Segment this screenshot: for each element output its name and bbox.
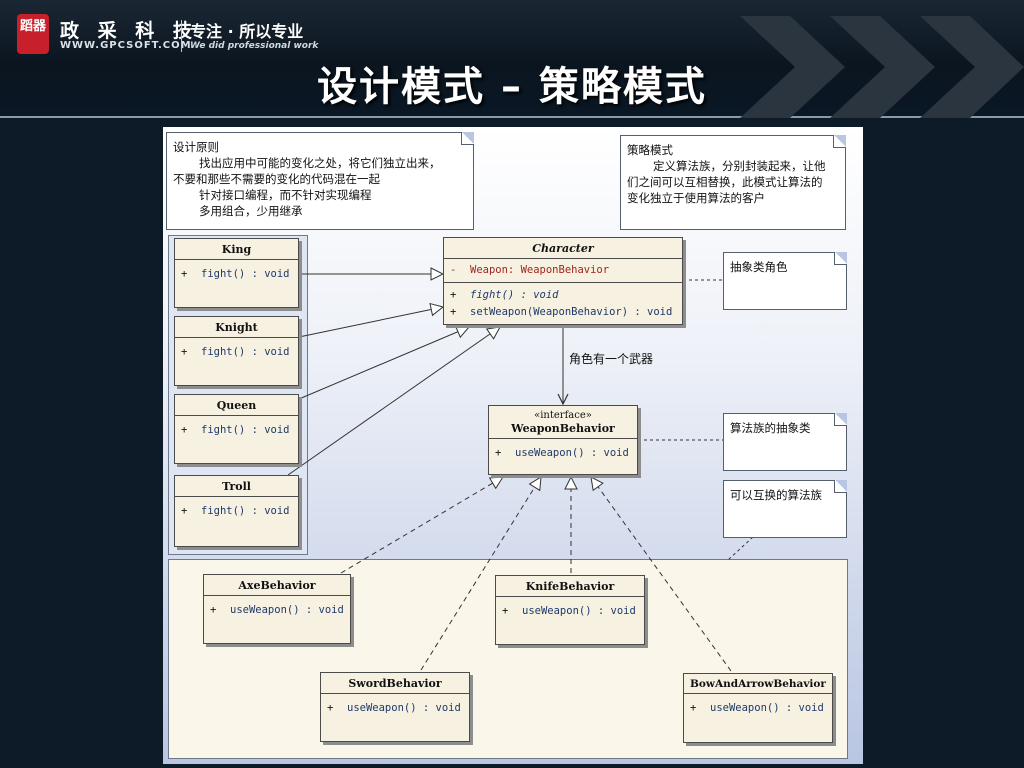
visibility-marker: + xyxy=(450,289,457,301)
note-strategy-pattern: 策略模式 定义算法族，分别封装起来，让他 们之间可以互相替换，此模式让算法的 变… xyxy=(620,135,846,230)
class-name: King xyxy=(175,239,298,260)
note-title: 设计原则 xyxy=(173,140,219,154)
class-operation: + fight() : void xyxy=(175,338,298,361)
visibility-marker: + xyxy=(210,604,217,616)
slogan-english: We did professional work xyxy=(190,41,319,51)
chevron-shape-2 xyxy=(830,16,935,118)
operation-text: fight() : void xyxy=(201,268,290,280)
note-anchor-implementations xyxy=(727,536,754,561)
class-operation: + setWeapon(WeaponBehavior) : void xyxy=(444,304,682,321)
class-name: KnifeBehavior xyxy=(496,576,644,597)
note-title: 策略模式 xyxy=(627,143,673,157)
class-queen[interactable]: Queen + fight() : void xyxy=(174,394,299,464)
operation-text: fight() : void xyxy=(201,505,290,517)
chevron-decoration xyxy=(740,16,1024,118)
operation-text: useWeapon() : void xyxy=(515,447,629,459)
operation-text: fight() : void xyxy=(201,424,290,436)
class-name: «interface» WeaponBehavior xyxy=(489,406,637,439)
visibility-marker: + xyxy=(502,605,509,617)
header-bar xyxy=(0,0,1024,118)
knight-inherits-line xyxy=(298,307,443,338)
class-operation: + useWeapon() : void xyxy=(489,439,637,462)
header-divider xyxy=(181,20,182,52)
operation-text: useWeapon() : void xyxy=(347,702,461,714)
operation-text: fight() : void xyxy=(201,346,290,358)
class-name: Knight xyxy=(175,317,298,338)
note-abstract-role: 抽象类角色 xyxy=(723,252,847,310)
note-line: 抽象类角色 xyxy=(730,260,788,274)
visibility-marker: + xyxy=(181,424,188,436)
attribute-text: Weapon: WeaponBehavior xyxy=(470,264,610,276)
operation-text: setWeapon(WeaponBehavior) : void xyxy=(470,306,673,318)
note-algorithm-abstract: 算法族的抽象类 xyxy=(723,413,847,471)
visibility-marker: - xyxy=(450,264,457,276)
class-operation: + fight() : void xyxy=(175,416,298,439)
class-name: SwordBehavior xyxy=(321,673,469,694)
company-website: WWW.GPCSOFT.COM xyxy=(60,40,192,51)
class-attribute: - Weapon: WeaponBehavior xyxy=(444,259,682,283)
class-operation: + fight() : void xyxy=(175,497,298,520)
visibility-marker: + xyxy=(450,306,457,318)
class-weapon-behavior[interactable]: «interface» WeaponBehavior + useWeapon() … xyxy=(488,405,638,475)
note-interchangeable: 可以互换的算法族 xyxy=(723,480,847,538)
class-operations: + fight() : void + setWeapon(WeaponBehavio… xyxy=(444,283,682,324)
note-design-principles: 设计原则 找出应用中可能的变化之处，将它们独立出来， 不要和那些不需要的变化的代… xyxy=(166,132,474,230)
queen-inherits-line xyxy=(298,327,469,400)
troll-inherits-line xyxy=(287,327,500,476)
class-bow-and-arrow-behavior[interactable]: BowAndArrowBehavior + useWeapon() : void xyxy=(683,673,833,743)
class-name: Troll xyxy=(175,476,298,497)
chevron-shape-1 xyxy=(740,16,845,118)
class-character[interactable]: Character - Weapon: WeaponBehavior + fight… xyxy=(443,237,683,325)
note-line: 变化独立于使用算法的客户 xyxy=(627,191,765,205)
note-line: 算法族的抽象类 xyxy=(730,421,811,435)
operation-text: useWeapon() : void xyxy=(522,605,636,617)
association-label: 角色有一个武器 xyxy=(569,352,654,366)
class-operation: + useWeapon() : void xyxy=(496,597,644,620)
chevron-shape-3 xyxy=(920,16,1024,118)
note-line: 可以互换的算法族 xyxy=(730,488,822,502)
class-knife-behavior[interactable]: KnifeBehavior + useWeapon() : void xyxy=(495,575,645,645)
note-line: 定义算法族，分别封装起来，让他 xyxy=(653,159,826,173)
class-operation: + useWeapon() : void xyxy=(204,596,350,619)
slogan-chinese: 专注 · 所以专业 xyxy=(190,22,304,41)
class-axe-behavior[interactable]: AxeBehavior + useWeapon() : void xyxy=(203,574,351,644)
uml-diagram-canvas: 设计原则 找出应用中可能的变化之处，将它们独立出来， 不要和那些不需要的变化的代… xyxy=(163,127,863,764)
visibility-marker: + xyxy=(327,702,334,714)
class-troll[interactable]: Troll + fight() : void xyxy=(174,475,299,547)
class-name: BowAndArrowBehavior xyxy=(684,674,832,694)
interface-name: WeaponBehavior xyxy=(511,422,615,435)
visibility-marker: + xyxy=(181,346,188,358)
company-name: 政 采 科 技 xyxy=(60,20,198,42)
visibility-marker: + xyxy=(181,268,188,280)
operation-text: fight() : void xyxy=(470,289,559,301)
operation-text: useWeapon() : void xyxy=(710,702,824,714)
note-line: 不要和那些不需要的变化的代码混在一起 xyxy=(173,172,380,186)
class-name: Character xyxy=(444,238,682,259)
class-operation: + useWeapon() : void xyxy=(684,694,832,717)
note-line: 们之间可以互相替换，此模式让算法的 xyxy=(627,175,823,189)
class-sword-behavior[interactable]: SwordBehavior + useWeapon() : void xyxy=(320,672,470,742)
class-operation: + useWeapon() : void xyxy=(321,694,469,717)
stereotype-label: «interface» xyxy=(534,410,592,421)
class-knight[interactable]: Knight + fight() : void xyxy=(174,316,299,386)
note-line: 找出应用中可能的变化之处，将它们独立出来， xyxy=(199,156,441,170)
class-name: Queen xyxy=(175,395,298,416)
class-name: AxeBehavior xyxy=(204,575,350,596)
page-title: 设计模式 – 策略模式 xyxy=(317,64,707,110)
visibility-marker: + xyxy=(181,505,188,517)
company-logo: 蹈器 xyxy=(17,14,49,54)
note-line: 针对接口编程，而不针对实现编程 xyxy=(199,188,372,202)
visibility-marker: + xyxy=(495,447,502,459)
class-operation: + fight() : void xyxy=(444,287,682,304)
class-operation: + fight() : void xyxy=(175,260,298,283)
class-king[interactable]: King + fight() : void xyxy=(174,238,299,308)
note-line: 多用组合，少用继承 xyxy=(199,204,303,218)
operation-text: useWeapon() : void xyxy=(230,604,344,616)
visibility-marker: + xyxy=(690,702,697,714)
